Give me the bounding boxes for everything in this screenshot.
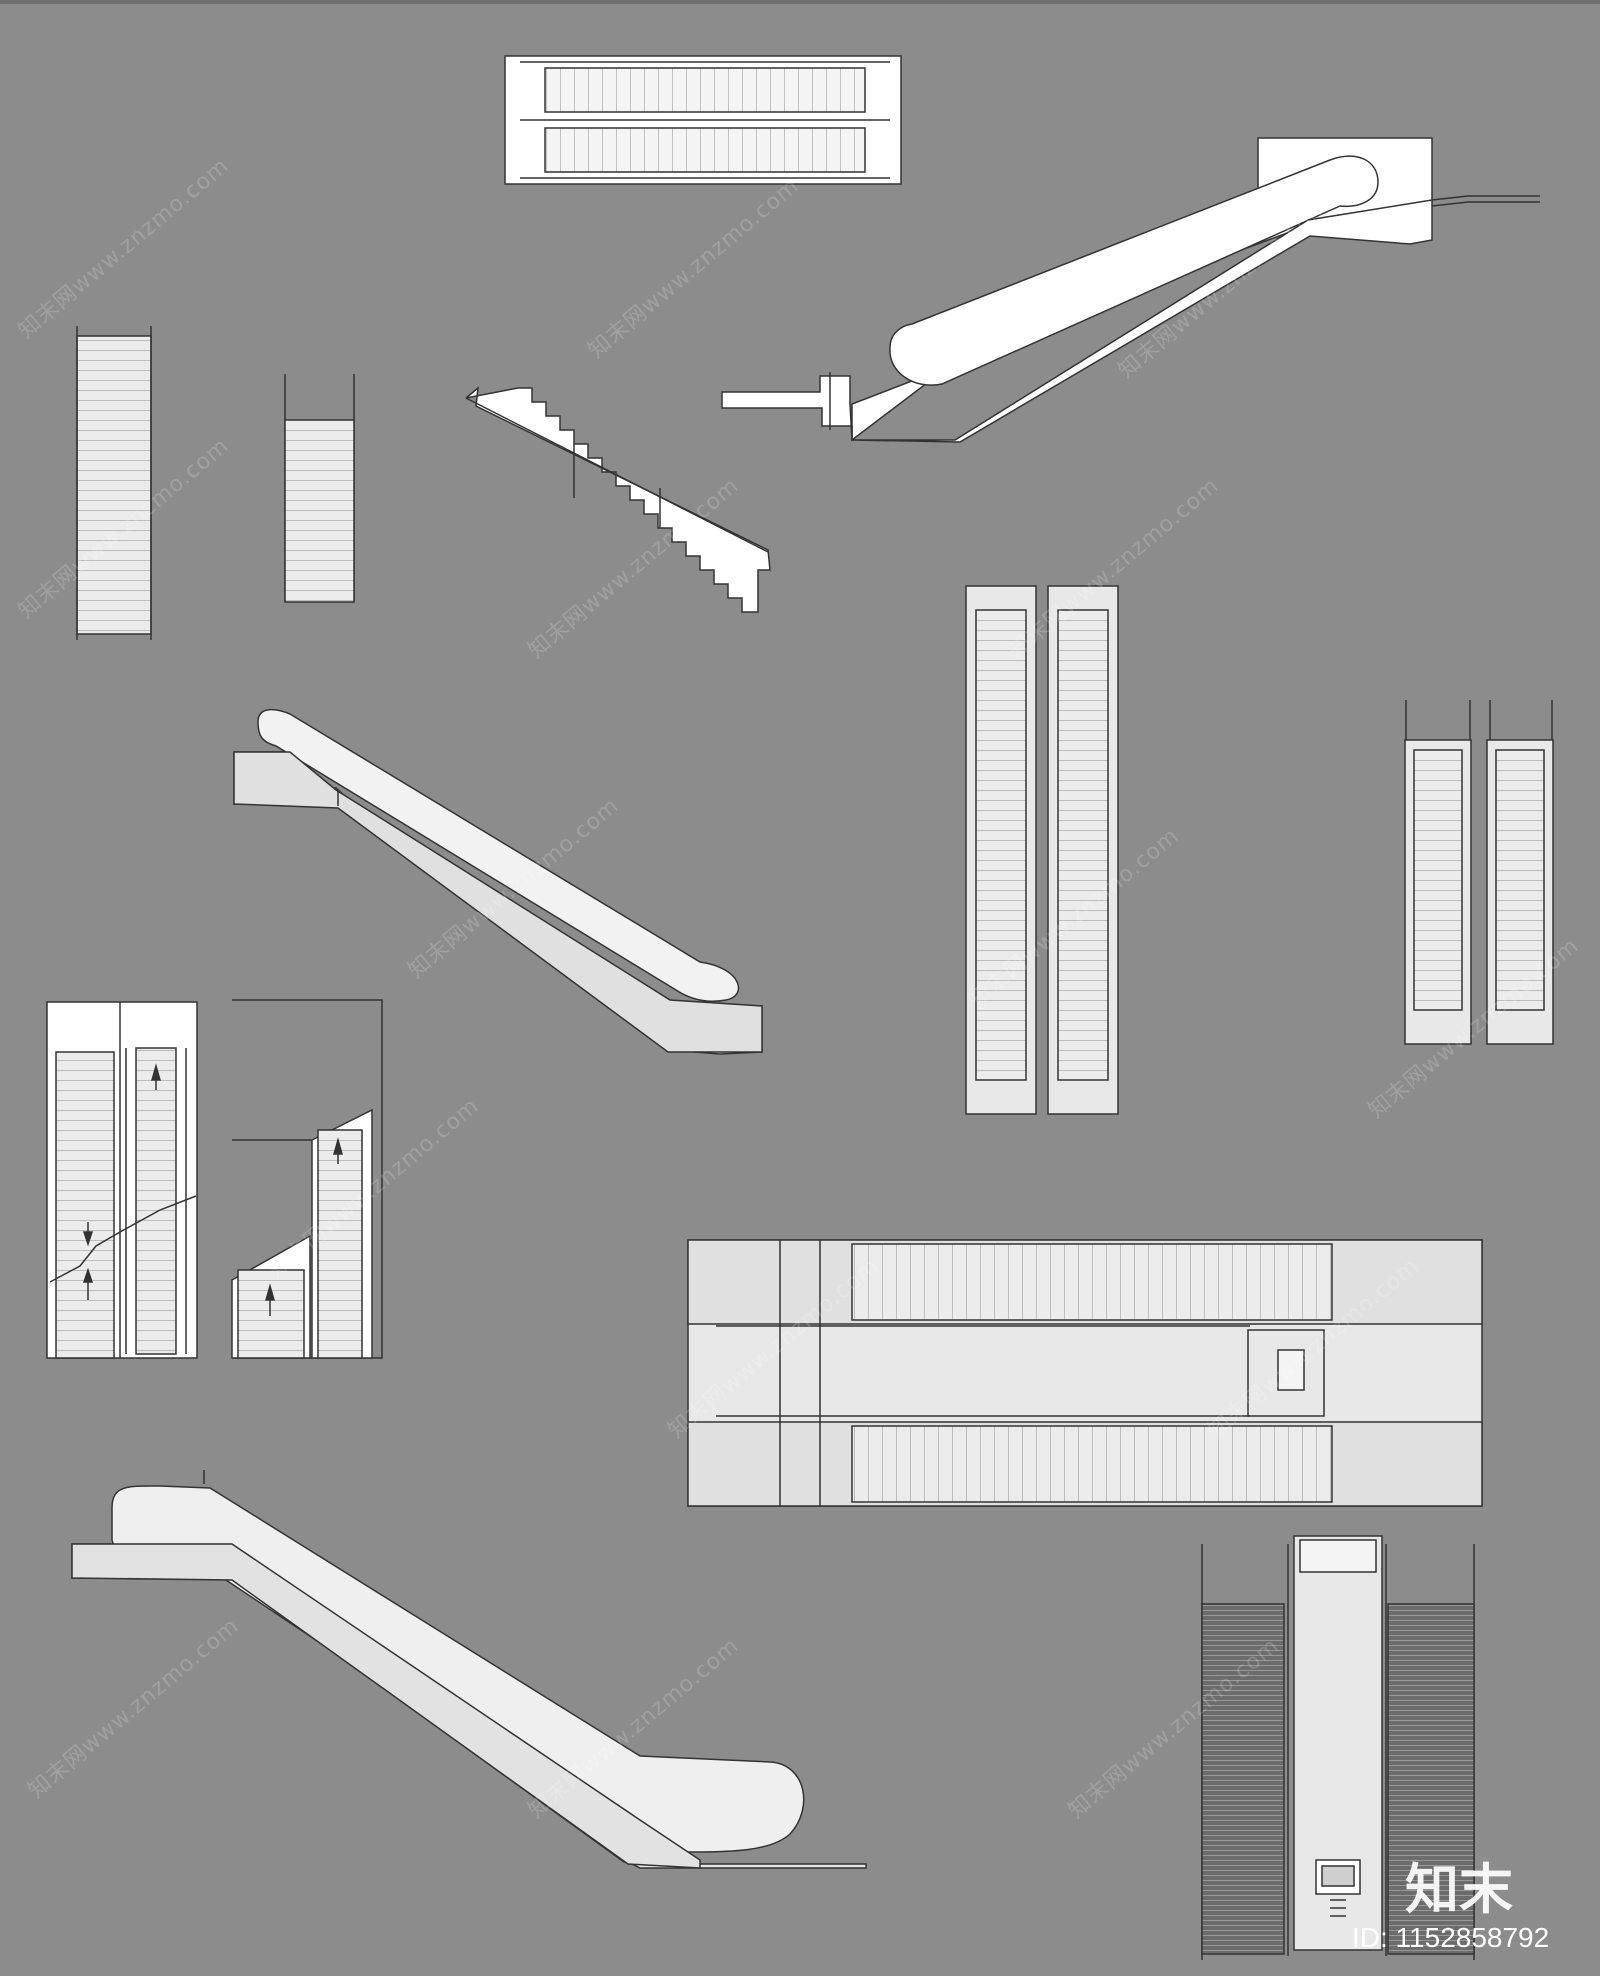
plan-stair-left: [76, 326, 152, 640]
plan-stair-small: [284, 374, 355, 603]
brand-logo: 知末: [1405, 1858, 1513, 1921]
plan-escalator-pair-right: [1404, 700, 1554, 1045]
top-border: [0, 0, 1600, 4]
section-stair-rail: [465, 386, 771, 613]
image-id: ID: 1152858792: [1352, 1922, 1550, 1953]
section-elevator-stair: [1201, 1535, 1475, 1960]
plan-escalator-pair-center: [965, 585, 1119, 1115]
elevation-escalator-middle: [233, 708, 763, 1055]
section-escalator-stair-left: [46, 1001, 198, 1359]
elevation-escalator-upper-right: [721, 137, 1540, 443]
elevation-escalator-bottom-left: [71, 1470, 867, 1869]
plan-escalator-double-large: [687, 1239, 1483, 1507]
section-escalator-stair-right: [231, 999, 383, 1359]
plan-escalator-pair-top: [504, 55, 902, 185]
